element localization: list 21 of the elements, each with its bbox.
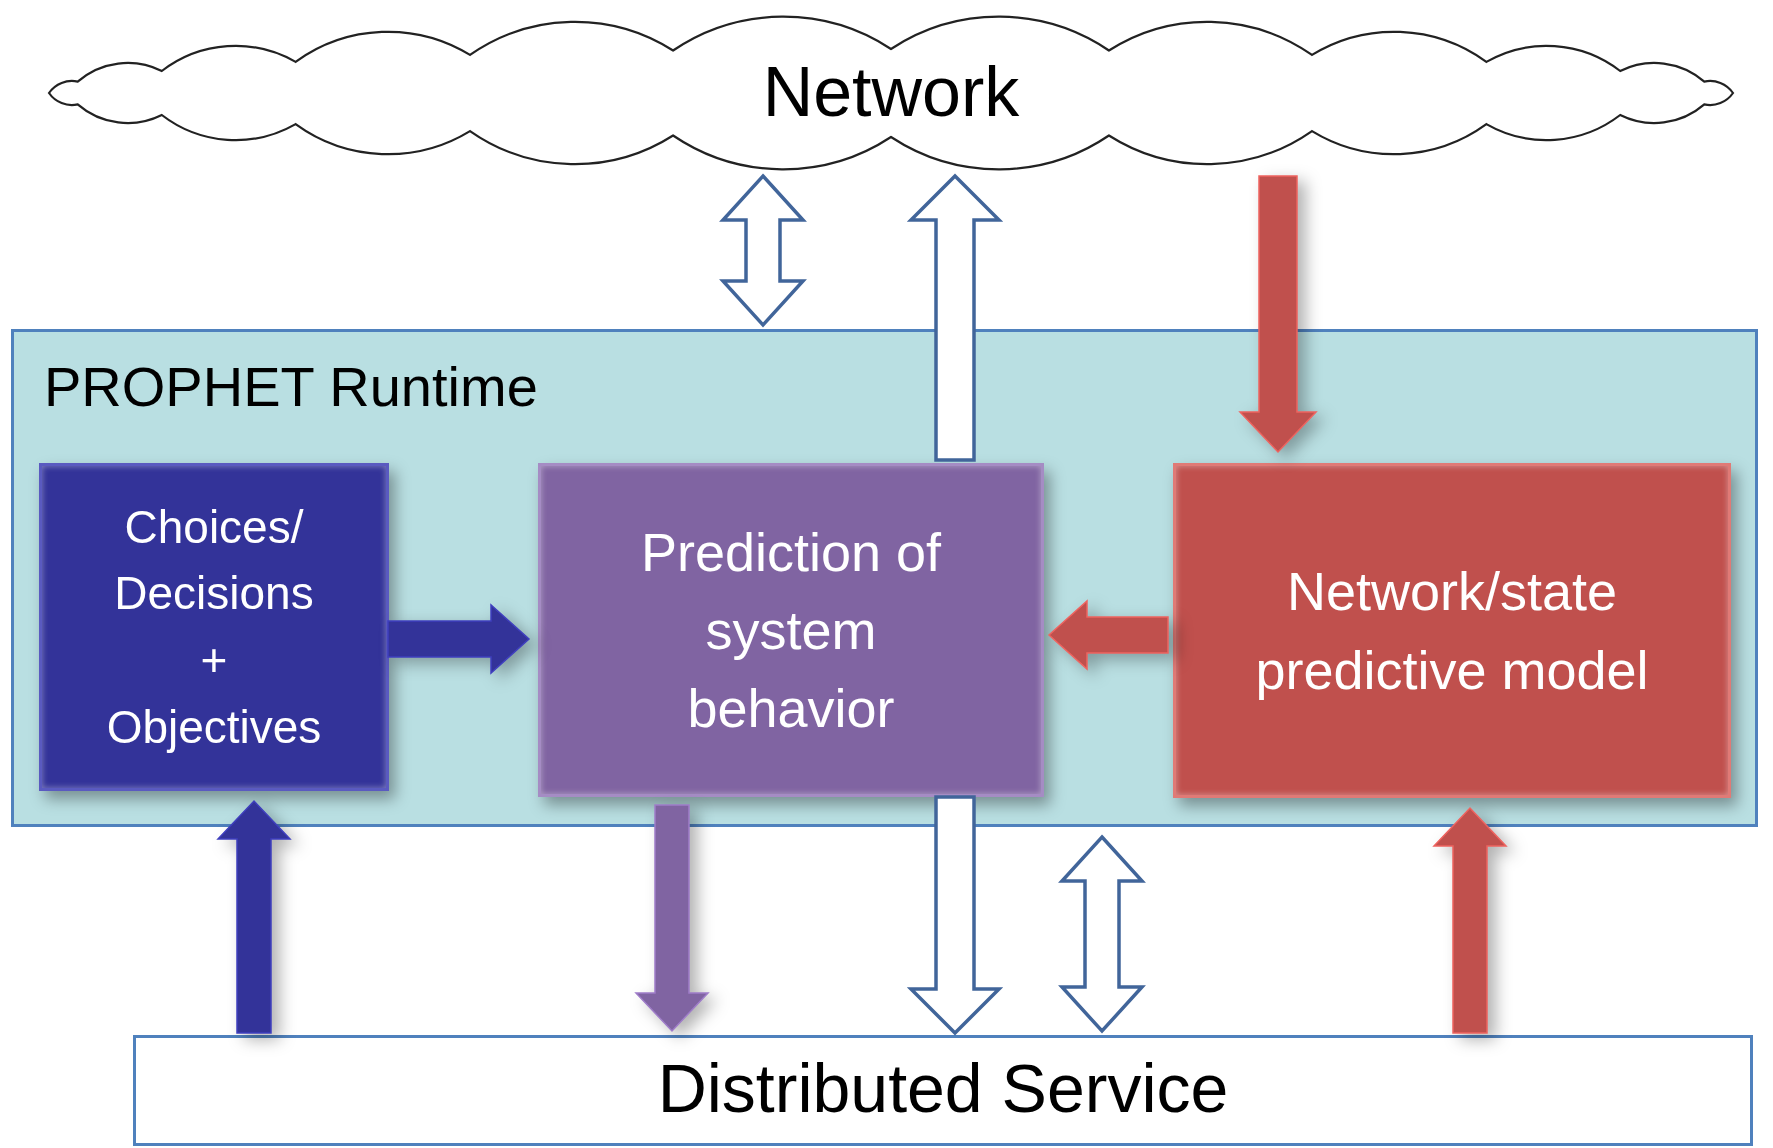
process-box	[538, 463, 1044, 797]
hollow-arrow	[906, 795, 1004, 1036]
hollow-arrow	[719, 173, 807, 328]
block-arrow	[1047, 599, 1169, 671]
block-arrow	[387, 603, 531, 675]
node-label: Prediction of system behavior	[639, 520, 943, 741]
node-label: Distributed Service	[657, 1049, 1229, 1128]
block-arrow	[1432, 806, 1508, 1034]
block-arrow	[216, 799, 292, 1034]
node-label: PROPHET Runtime	[44, 354, 538, 420]
node-label: Choices/ Decisions + Objectives	[105, 499, 323, 755]
block-arrow	[634, 804, 710, 1033]
service-bar	[133, 1035, 1753, 1146]
node-label: Network/state predictive model	[1254, 560, 1650, 702]
hollow-arrow	[1058, 834, 1146, 1034]
block-arrow	[1238, 175, 1318, 454]
process-box	[39, 463, 389, 791]
hollow-arrow	[906, 173, 1004, 462]
process-box	[1173, 463, 1731, 798]
node-label: Network	[762, 52, 1020, 134]
runtime-panel	[11, 329, 1758, 827]
